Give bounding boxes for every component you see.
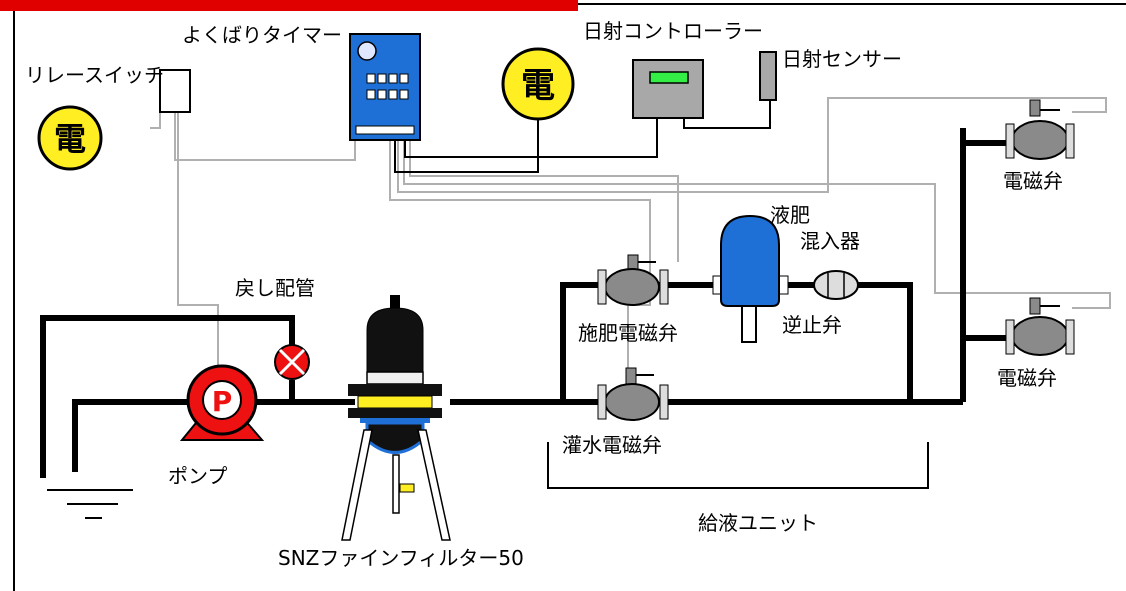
solenoid-valve-upper-right: 電磁弁: [1003, 99, 1075, 193]
solar-sensor-label: 日射センサー: [782, 47, 902, 71]
timer-unit: よくばりタイマー: [182, 23, 421, 141]
fertilizer-mixer: 液肥 混入器: [712, 203, 860, 343]
signal-wires: [150, 97, 1111, 378]
top-red-bar: [0, 0, 578, 11]
irrigation-valve: 灌水電磁弁: [562, 367, 669, 457]
power-source-left: 電: [37, 105, 103, 171]
irrigation-valve-label: 灌水電磁弁: [562, 433, 662, 457]
valve-lower-right-label: 電磁弁: [997, 366, 1057, 390]
timer-button-grid: [366, 73, 409, 100]
mixer-label-line1: 液肥: [770, 203, 810, 227]
supply-unit-bracket: 給液ユニット: [547, 442, 929, 535]
main-pipes: [40, 128, 1010, 478]
solar-controller-label: 日射コントローラー: [583, 19, 763, 43]
fert-valve-label: 施肥電磁弁: [578, 321, 678, 345]
relay-switch-label: リレースイッチ: [25, 63, 164, 87]
return-valve: 戻し配管: [235, 276, 315, 380]
fertilizer-valve: 施肥電磁弁: [578, 254, 678, 345]
solar-sensor: 日射センサー: [759, 47, 902, 101]
power-source-center: 電: [501, 47, 575, 121]
valve-upper-right-label: 電磁弁: [1003, 169, 1063, 193]
filter-label: SNZファインフィルター50: [278, 546, 524, 570]
mixer-label-line2: 混入器: [800, 229, 860, 253]
return-pipe-label: 戻し配管: [235, 276, 315, 300]
timer-label: よくばりタイマー: [182, 23, 342, 47]
supply-unit-label: 給液ユニット: [698, 511, 818, 535]
check-valve: 逆止弁: [782, 270, 859, 337]
ground-symbol: [47, 489, 133, 519]
pump-label: ポンプ: [168, 464, 227, 488]
pump-letter: P: [212, 385, 233, 418]
control-wires: [394, 100, 771, 173]
pump: P ポンプ: [168, 364, 265, 488]
power-symbol-left: 電: [54, 120, 86, 158]
solar-controller: 日射コントローラー: [583, 19, 763, 119]
relay-switch: リレースイッチ: [25, 63, 191, 113]
solenoid-valve-lower-right: 電磁弁: [997, 297, 1075, 390]
fine-filter: SNZファインフィルター50: [278, 295, 524, 570]
power-symbol-center: 電: [521, 66, 555, 106]
check-valve-label: 逆止弁: [782, 313, 842, 337]
